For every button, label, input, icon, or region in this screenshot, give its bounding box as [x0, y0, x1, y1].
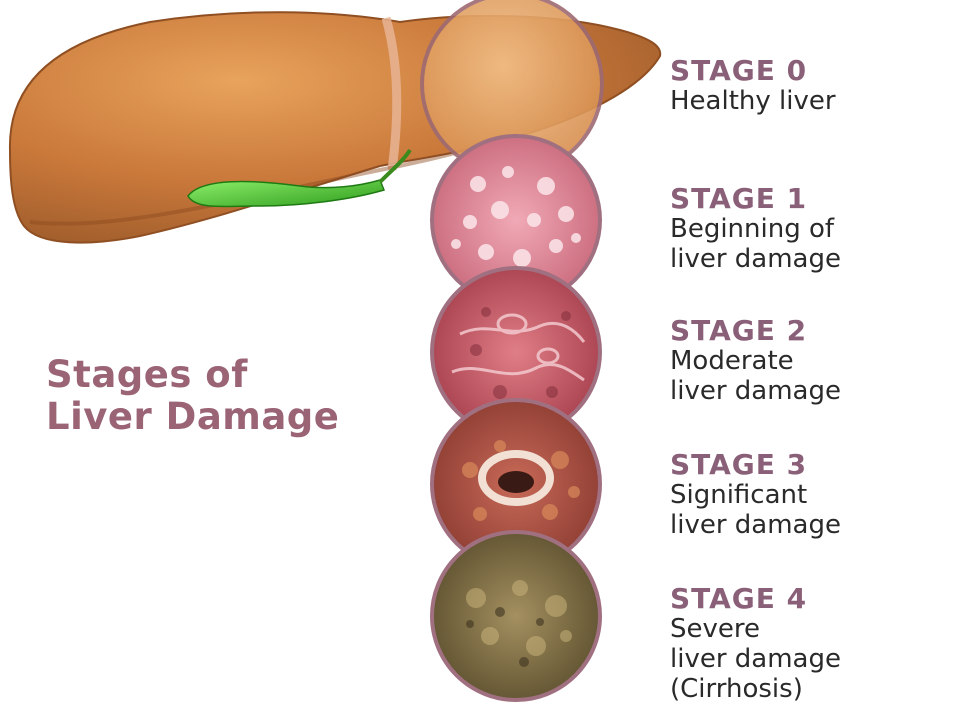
- stage-2-circle: [430, 266, 602, 438]
- stage-1-description: Beginning of liver damage: [670, 214, 841, 274]
- stage-3-circle: [430, 398, 602, 570]
- stage-1-description-line: liver damage: [670, 244, 841, 274]
- diagram-title-line-2: Liver Damage: [46, 395, 340, 438]
- stage-4-description: Severe liver damage (Cirrhosis): [670, 614, 841, 704]
- stage-1-description-line: Beginning of: [670, 214, 835, 244]
- stage-4-circle: [430, 530, 602, 702]
- stage-3-label: STAGE 3: [670, 448, 808, 481]
- stage-4-description-line: Severe: [670, 614, 760, 644]
- stage-3-description-line: Significant: [670, 480, 808, 510]
- diagram-title-line-1: Stages of: [46, 353, 248, 396]
- stage-2-description: Moderate liver damage: [670, 346, 841, 406]
- stage-0-description: Healthy liver: [670, 86, 836, 116]
- stage-4-label: STAGE 4: [670, 582, 808, 615]
- stage-3-description: Significant liver damage: [670, 480, 841, 540]
- stage-0-description-line: Healthy liver: [670, 86, 836, 116]
- stage-2-description-line: liver damage: [670, 376, 841, 406]
- stage-4-description-line: (Cirrhosis): [670, 674, 803, 704]
- gallbladder: [187, 179, 386, 208]
- stage-4-description-line: liver damage: [670, 644, 841, 674]
- stage-2-label: STAGE 2: [670, 314, 808, 347]
- stage-0-label: STAGE 0: [670, 54, 808, 87]
- stage-2-description-line: Moderate: [670, 346, 794, 376]
- stage-3-description-line: liver damage: [670, 510, 841, 540]
- stage-1-label: STAGE 1: [670, 182, 808, 215]
- stage-1-circle: [430, 134, 602, 306]
